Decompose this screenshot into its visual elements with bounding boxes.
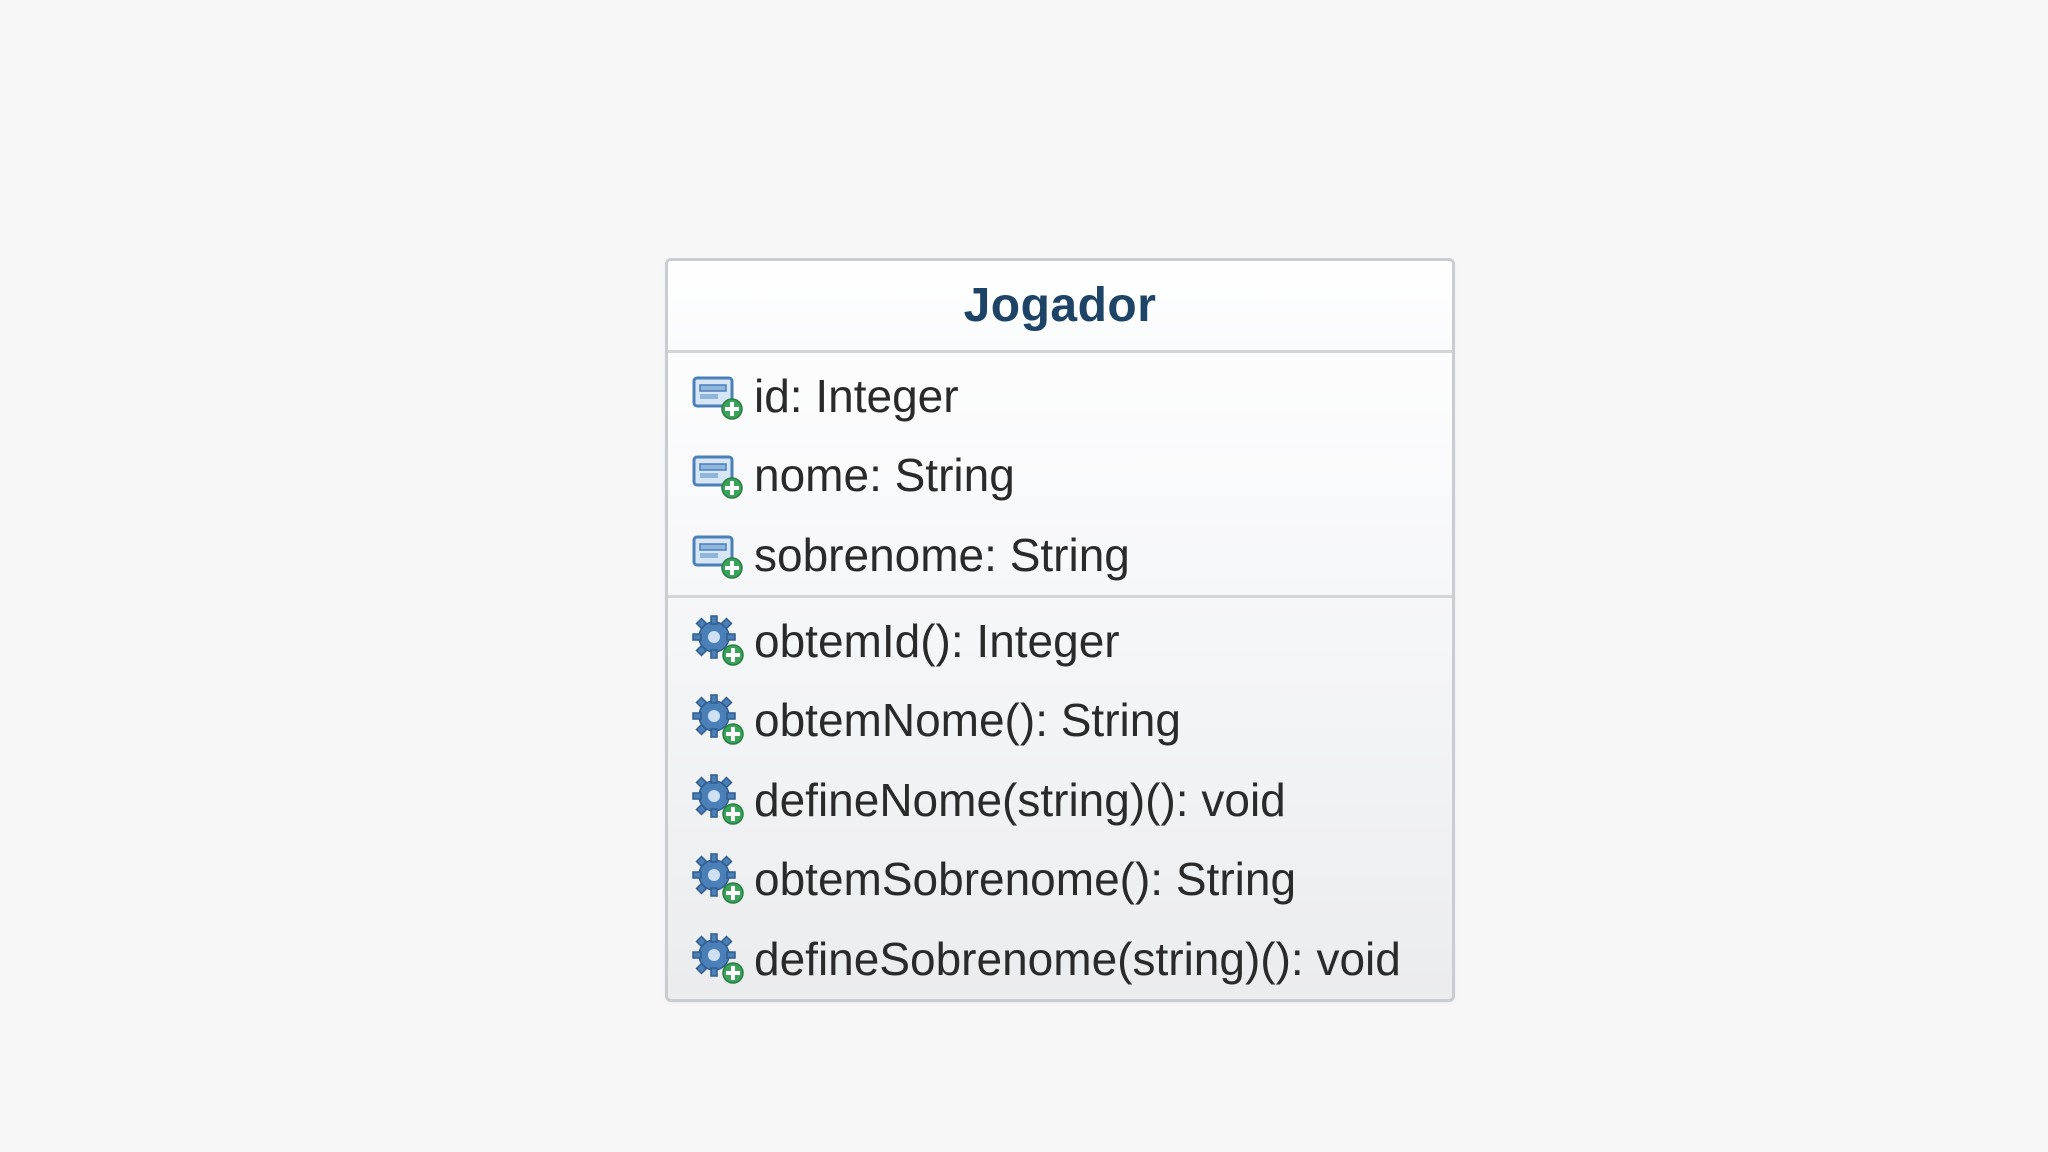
operation-row[interactable]: obtemSobrenome(): String [668, 840, 1452, 920]
operation-row[interactable]: obtemNome(): String [668, 681, 1452, 761]
operation-row[interactable]: defineSobrenome(string)(): void [668, 919, 1452, 999]
class-header: Jogador [668, 261, 1452, 353]
operation-label: defineSobrenome(string)(): void [754, 932, 1401, 985]
public-method-gear-icon [690, 929, 750, 989]
public-field-icon [690, 366, 750, 426]
attribute-label: nome: String [754, 449, 1015, 502]
uml-class-box[interactable]: Jogador id: Integer [665, 258, 1455, 1002]
public-method-gear-icon [690, 770, 750, 830]
operation-label: obtemId(): Integer [754, 614, 1120, 667]
operations-compartment: obtemId(): Integer [668, 598, 1452, 999]
attributes-compartment: id: Integer nome: String [668, 353, 1452, 598]
public-field-icon [690, 445, 750, 505]
operation-label: obtemNome(): String [754, 694, 1181, 747]
operation-label: defineNome(string)(): void [754, 773, 1286, 826]
public-method-gear-icon [690, 690, 750, 750]
operation-row[interactable]: defineNome(string)(): void [668, 760, 1452, 840]
attribute-row[interactable]: sobrenome: String [668, 515, 1452, 595]
attribute-row[interactable]: nome: String [668, 436, 1452, 516]
attribute-row[interactable]: id: Integer [668, 356, 1452, 436]
public-method-gear-icon [690, 849, 750, 909]
attribute-label: sobrenome: String [754, 528, 1130, 581]
class-name: Jogador [963, 279, 1157, 332]
attribute-label: id: Integer [754, 369, 959, 422]
public-method-gear-icon [690, 611, 750, 671]
operation-row[interactable]: obtemId(): Integer [668, 601, 1452, 681]
public-field-icon [690, 525, 750, 585]
operation-label: obtemSobrenome(): String [754, 853, 1297, 906]
